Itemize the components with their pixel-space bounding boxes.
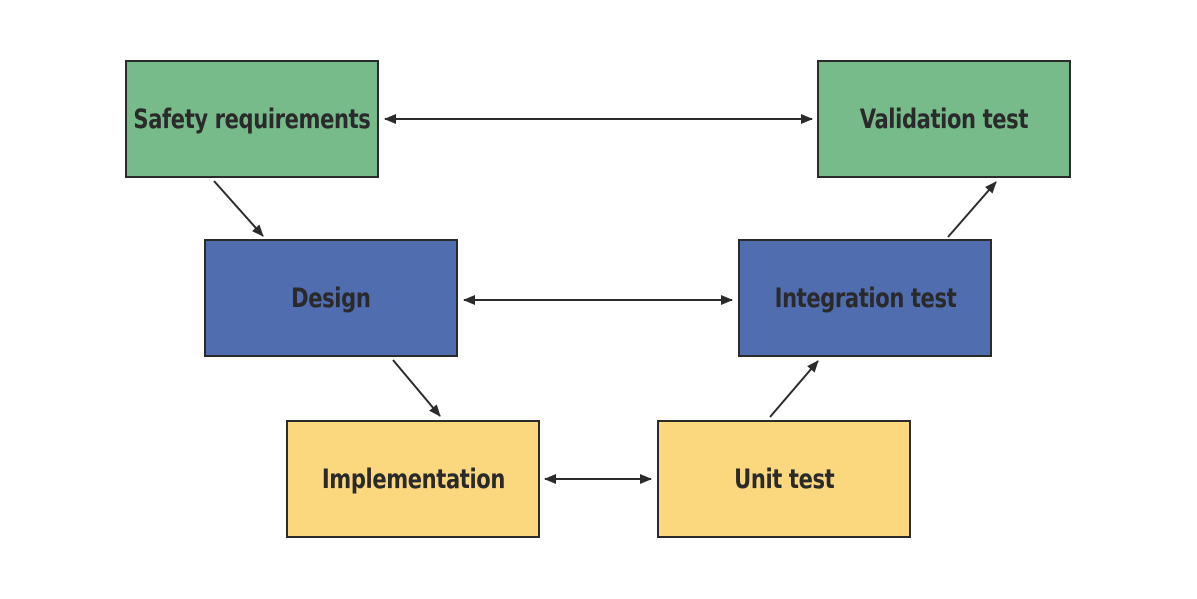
arrow-integration-to-validation <box>947 181 997 238</box>
integration-test-label: Integration test <box>774 282 956 314</box>
unit-test-label: Unit test <box>733 463 835 495</box>
integration-test-box: Integration test <box>738 239 992 357</box>
implementation-box: Implementation <box>286 420 540 538</box>
arrow-unit-to-integration <box>769 360 819 418</box>
design-label: Design <box>291 282 371 314</box>
validation-test-box: Validation test <box>817 60 1071 178</box>
safety-requirements-label: Safety requirements <box>133 103 371 135</box>
arrow-design-to-implementation <box>392 359 441 417</box>
implementation-label: Implementation <box>321 463 505 495</box>
validation-test-label: Validation test <box>859 103 1029 135</box>
safety-requirements-box: Safety requirements <box>125 60 379 178</box>
unit-test-box: Unit test <box>657 420 911 538</box>
arrow-safety-to-design <box>213 180 264 237</box>
design-box: Design <box>204 239 458 357</box>
